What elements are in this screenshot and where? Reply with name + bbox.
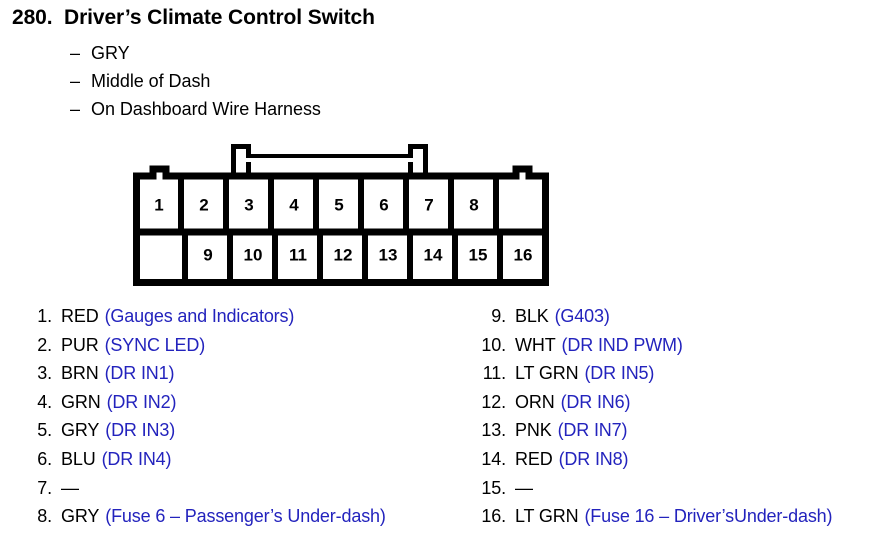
list-item: 13. PNK(DR IN7) <box>470 420 895 449</box>
pin-index: 1. <box>37 306 52 326</box>
pin-description: (DR IN4) <box>101 448 172 469</box>
pin-index: 10. <box>481 334 506 355</box>
list-item: 6. BLU(DR IN4) <box>16 449 456 478</box>
list-item: 11. LT GRN(DR IN5) <box>470 363 895 392</box>
pin-wire-color: BLK <box>515 306 549 326</box>
pin-cell-14: 14 <box>424 245 443 264</box>
pin-cell-3: 3 <box>244 195 253 214</box>
list-item: 3. BRN(DR IN1) <box>16 363 456 392</box>
pin-index: 4. <box>37 391 52 412</box>
connector-svg: 1 2 3 4 5 6 7 8 9 10 11 12 13 14 15 16 <box>133 144 549 286</box>
pin-index: 9. <box>491 306 506 326</box>
pin-index: 8. <box>37 506 52 527</box>
detail-line-text: Middle of Dash <box>91 71 211 91</box>
entry-title: Driver’s Climate Control Switch <box>64 6 375 29</box>
list-item: 10. WHT(DR IND PWM) <box>470 335 895 364</box>
pin-cell-7: 7 <box>424 195 433 214</box>
pin-index: 7. <box>37 477 52 498</box>
list-item: 1. RED(Gauges and Indicators) <box>16 306 456 335</box>
list-item: 14. RED(DR IN8) <box>470 449 895 478</box>
pin-cell-11: 11 <box>289 245 307 264</box>
list-item: 16. LT GRN(Fuse 16 – Driver’sUnder-dash) <box>470 506 895 535</box>
list-item: 12. ORN(DR IN6) <box>470 392 895 421</box>
pin-cell-13: 13 <box>379 245 398 264</box>
pin-index: 2. <box>37 334 52 355</box>
pin-wire-color: PNK <box>515 420 552 441</box>
pin-index: 14. <box>481 448 506 469</box>
pin-wire-color: — <box>61 477 79 498</box>
pin-description: (DR IN7) <box>557 420 628 441</box>
list-item: 8. GRY(Fuse 6 – Passenger’s Under-dash) <box>16 506 456 535</box>
pin-cell-8: 8 <box>469 195 478 214</box>
pin-cell-12: 12 <box>334 245 353 264</box>
pin-wire-color: BLU <box>61 448 96 469</box>
pin-description: (DR IN8) <box>558 448 629 469</box>
pin-description: (DR IN2) <box>106 391 177 412</box>
pin-cell-5: 5 <box>334 195 343 214</box>
detail-line-text: On Dashboard Wire Harness <box>91 99 321 119</box>
entry-number: 280. <box>12 6 53 29</box>
detail-line-location: –Middle of Dash <box>70 71 210 92</box>
pin-index: 16. <box>481 506 506 527</box>
pin-index: 12. <box>481 391 506 412</box>
pin-index: 15. <box>481 477 506 498</box>
pin-description: (Fuse 6 – Passenger’s Under-dash) <box>105 506 386 527</box>
pin-wire-color: LT GRN <box>515 506 579 527</box>
pin-wire-color: PUR <box>61 334 99 355</box>
pin-description: (DR IN6) <box>560 391 631 412</box>
pin-description: (DR IN1) <box>104 363 175 384</box>
pin-description: (DR IN3) <box>105 420 176 441</box>
pin-wire-color: ORN <box>515 391 555 412</box>
pin-cell-6: 6 <box>379 195 388 214</box>
detail-line-text: GRY <box>91 43 130 63</box>
pin-wire-color: GRY <box>61 420 100 441</box>
top-row-dividers <box>178 179 499 232</box>
pin-cell-15: 15 <box>469 245 488 264</box>
pin-cell-4: 4 <box>289 195 299 214</box>
dash-bullet-icon: – <box>70 43 80 63</box>
bottom-row-dividers <box>182 232 503 279</box>
list-item: 7. — <box>16 478 456 507</box>
list-item: 4. GRN(DR IN2) <box>16 392 456 421</box>
detail-line-harness: –On Dashboard Wire Harness <box>70 99 321 120</box>
pin-description: (SYNC LED) <box>104 334 206 355</box>
pin-index: 5. <box>37 420 52 441</box>
pin-wire-color: LT GRN <box>515 363 579 384</box>
connector-body-outline <box>133 165 549 286</box>
list-item: 15. — <box>470 478 895 507</box>
page-title: 280. Driver’s Climate Control Switch <box>12 6 375 30</box>
pin-index: 3. <box>37 363 52 384</box>
pin-wire-color: — <box>515 477 533 498</box>
pin-description: (Gauges and Indicators) <box>104 306 295 326</box>
pin-index: 13. <box>481 420 506 441</box>
pin-description: (DR IND PWM) <box>561 334 683 355</box>
pin-cell-10: 10 <box>244 245 263 264</box>
list-item: 9. BLK(G403) <box>470 306 895 335</box>
pin-wire-color: RED <box>515 448 553 469</box>
pin-wire-color: BRN <box>61 363 99 384</box>
dash-bullet-icon: – <box>70 71 80 91</box>
pin-cell-1: 1 <box>154 195 163 214</box>
pin-wire-color: GRN <box>61 391 101 412</box>
pin-index: 6. <box>37 448 52 469</box>
pin-wire-color: RED <box>61 306 99 326</box>
pin-cell-2: 2 <box>199 195 208 214</box>
detail-line-color: –GRY <box>70 43 130 64</box>
connector-diagram: 1 2 3 4 5 6 7 8 9 10 11 12 13 14 15 16 <box>133 144 549 286</box>
pin-cell-9: 9 <box>203 245 212 264</box>
list-item: 5. GRY(DR IN3) <box>16 420 456 449</box>
pin-description: (Fuse 16 – Driver’sUnder-dash) <box>584 506 833 527</box>
pin-legend-left: 1. RED(Gauges and Indicators) 2. PUR(SYNC … <box>16 306 456 535</box>
pin-index: 11. <box>482 363 506 384</box>
pin-description: (G403) <box>554 306 610 326</box>
pin-wire-color: WHT <box>515 334 556 355</box>
list-item: 2. PUR(SYNC LED) <box>16 335 456 364</box>
pin-cell-16: 16 <box>514 245 533 264</box>
pin-description: (DR IN5) <box>584 363 655 384</box>
pin-wire-color: GRY <box>61 506 100 527</box>
dash-bullet-icon: – <box>70 99 80 119</box>
pin-legend-right: 9. BLK(G403) 10. WHT(DR IND PWM) 11. LT GRN… <box>470 306 895 535</box>
